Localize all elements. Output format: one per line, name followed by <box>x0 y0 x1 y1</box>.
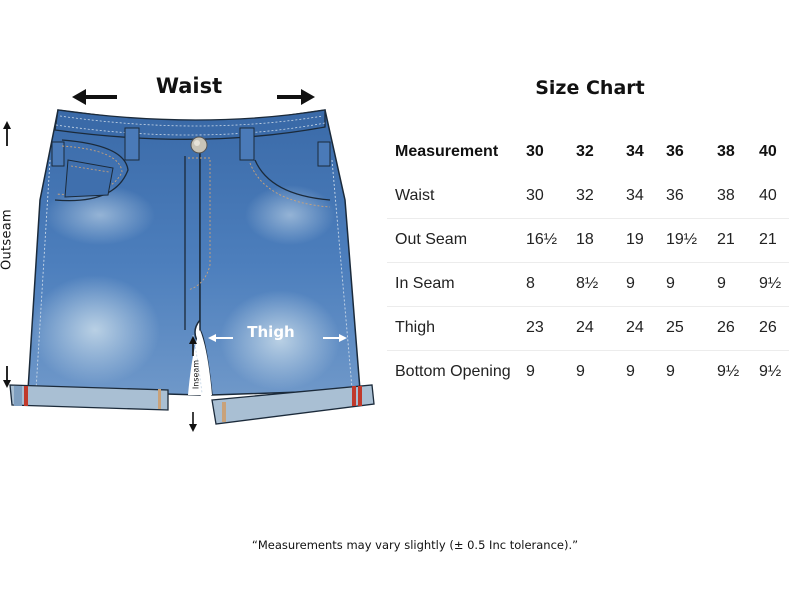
outseam-label: Outseam <box>0 208 15 271</box>
waist-label: Waist <box>155 74 223 98</box>
row-label: Waist <box>395 186 435 204</box>
table-cell: 32 <box>576 186 594 204</box>
table-cell: 18 <box>576 231 594 248</box>
table-row-thigh: Thigh 23 24 24 25 26 26 <box>387 306 789 350</box>
table-row-out-seam: Out Seam 16½ 18 19 19½ 21 21 <box>387 218 789 262</box>
table-cell: 9½ <box>759 275 782 292</box>
table-cell: 21 <box>717 231 735 248</box>
arrow-right-icon <box>277 89 315 105</box>
inseam-arrow-up-icon <box>189 336 197 356</box>
row-label: Out Seam <box>395 231 468 248</box>
table-row-bottom-opening: Bottom Opening 9 9 9 9 9½ 9½ <box>387 350 789 394</box>
row-label: Thigh <box>395 319 436 336</box>
row-label: In Seam <box>395 275 455 292</box>
table-cell: 25 <box>666 319 684 336</box>
column-header-size-34: 34 <box>626 143 644 160</box>
table-row-in-seam: In Seam 8 8½ 9 9 9 9½ <box>387 262 789 306</box>
table-cell: 9 <box>626 275 635 292</box>
column-header-size-38: 38 <box>717 143 735 160</box>
column-header-size-30: 30 <box>526 143 544 160</box>
tolerance-disclaimer: “Measurements may vary slightly (± 0.5 I… <box>251 538 579 552</box>
inseam-label: Inseam <box>191 359 201 390</box>
table-cell: 9 <box>576 363 585 381</box>
table-cell: 24 <box>626 319 644 336</box>
arrow-left-icon <box>72 89 117 105</box>
thigh-arrow-left-icon <box>208 334 233 342</box>
table-cell: 9 <box>717 275 726 292</box>
table-cell: 9½ <box>759 363 782 381</box>
arrow-up-icon <box>3 121 11 146</box>
row-label: Bottom Opening <box>395 363 511 381</box>
table-header-row: Measurement 30 32 34 36 38 40 <box>387 130 789 174</box>
column-header-size-40: 40 <box>759 143 777 160</box>
table-cell: 26 <box>759 319 777 336</box>
table-cell: 9½ <box>717 363 740 381</box>
column-header-measurement: Measurement <box>395 143 499 160</box>
table-cell: 21 <box>759 231 777 248</box>
table-cell: 36 <box>666 186 684 204</box>
column-header-size-32: 32 <box>576 143 594 160</box>
table-cell: 26 <box>717 319 735 336</box>
thigh-arrow-right-icon <box>323 334 347 342</box>
table-row-waist: Waist 30 32 34 36 38 40 <box>387 174 789 218</box>
size-chart-table: Measurement 30 32 34 36 38 40 Waist 30 3… <box>387 130 789 394</box>
denim-shorts-illustration <box>3 89 375 432</box>
table-cell: 8 <box>526 275 535 292</box>
table-cell: 16½ <box>526 231 558 248</box>
table-cell: 34 <box>626 186 644 204</box>
thigh-label: Thigh <box>247 323 295 341</box>
inseam-arrow-down-icon <box>189 412 197 432</box>
table-cell: 9 <box>526 363 535 381</box>
column-header-size-36: 36 <box>666 143 684 160</box>
table-cell: 8½ <box>576 275 599 292</box>
size-chart-title: Size Chart <box>535 77 645 99</box>
table-cell: 38 <box>717 186 735 204</box>
arrow-down-icon <box>3 366 11 388</box>
table-cell: 9 <box>666 275 675 292</box>
table-cell: 24 <box>576 319 594 336</box>
table-cell: 23 <box>526 319 544 336</box>
table-cell: 9 <box>666 363 675 381</box>
table-cell: 9 <box>626 363 635 381</box>
table-cell: 40 <box>759 186 777 204</box>
table-cell: 19½ <box>666 231 698 248</box>
table-cell: 30 <box>526 186 544 204</box>
table-cell: 19 <box>626 231 644 248</box>
